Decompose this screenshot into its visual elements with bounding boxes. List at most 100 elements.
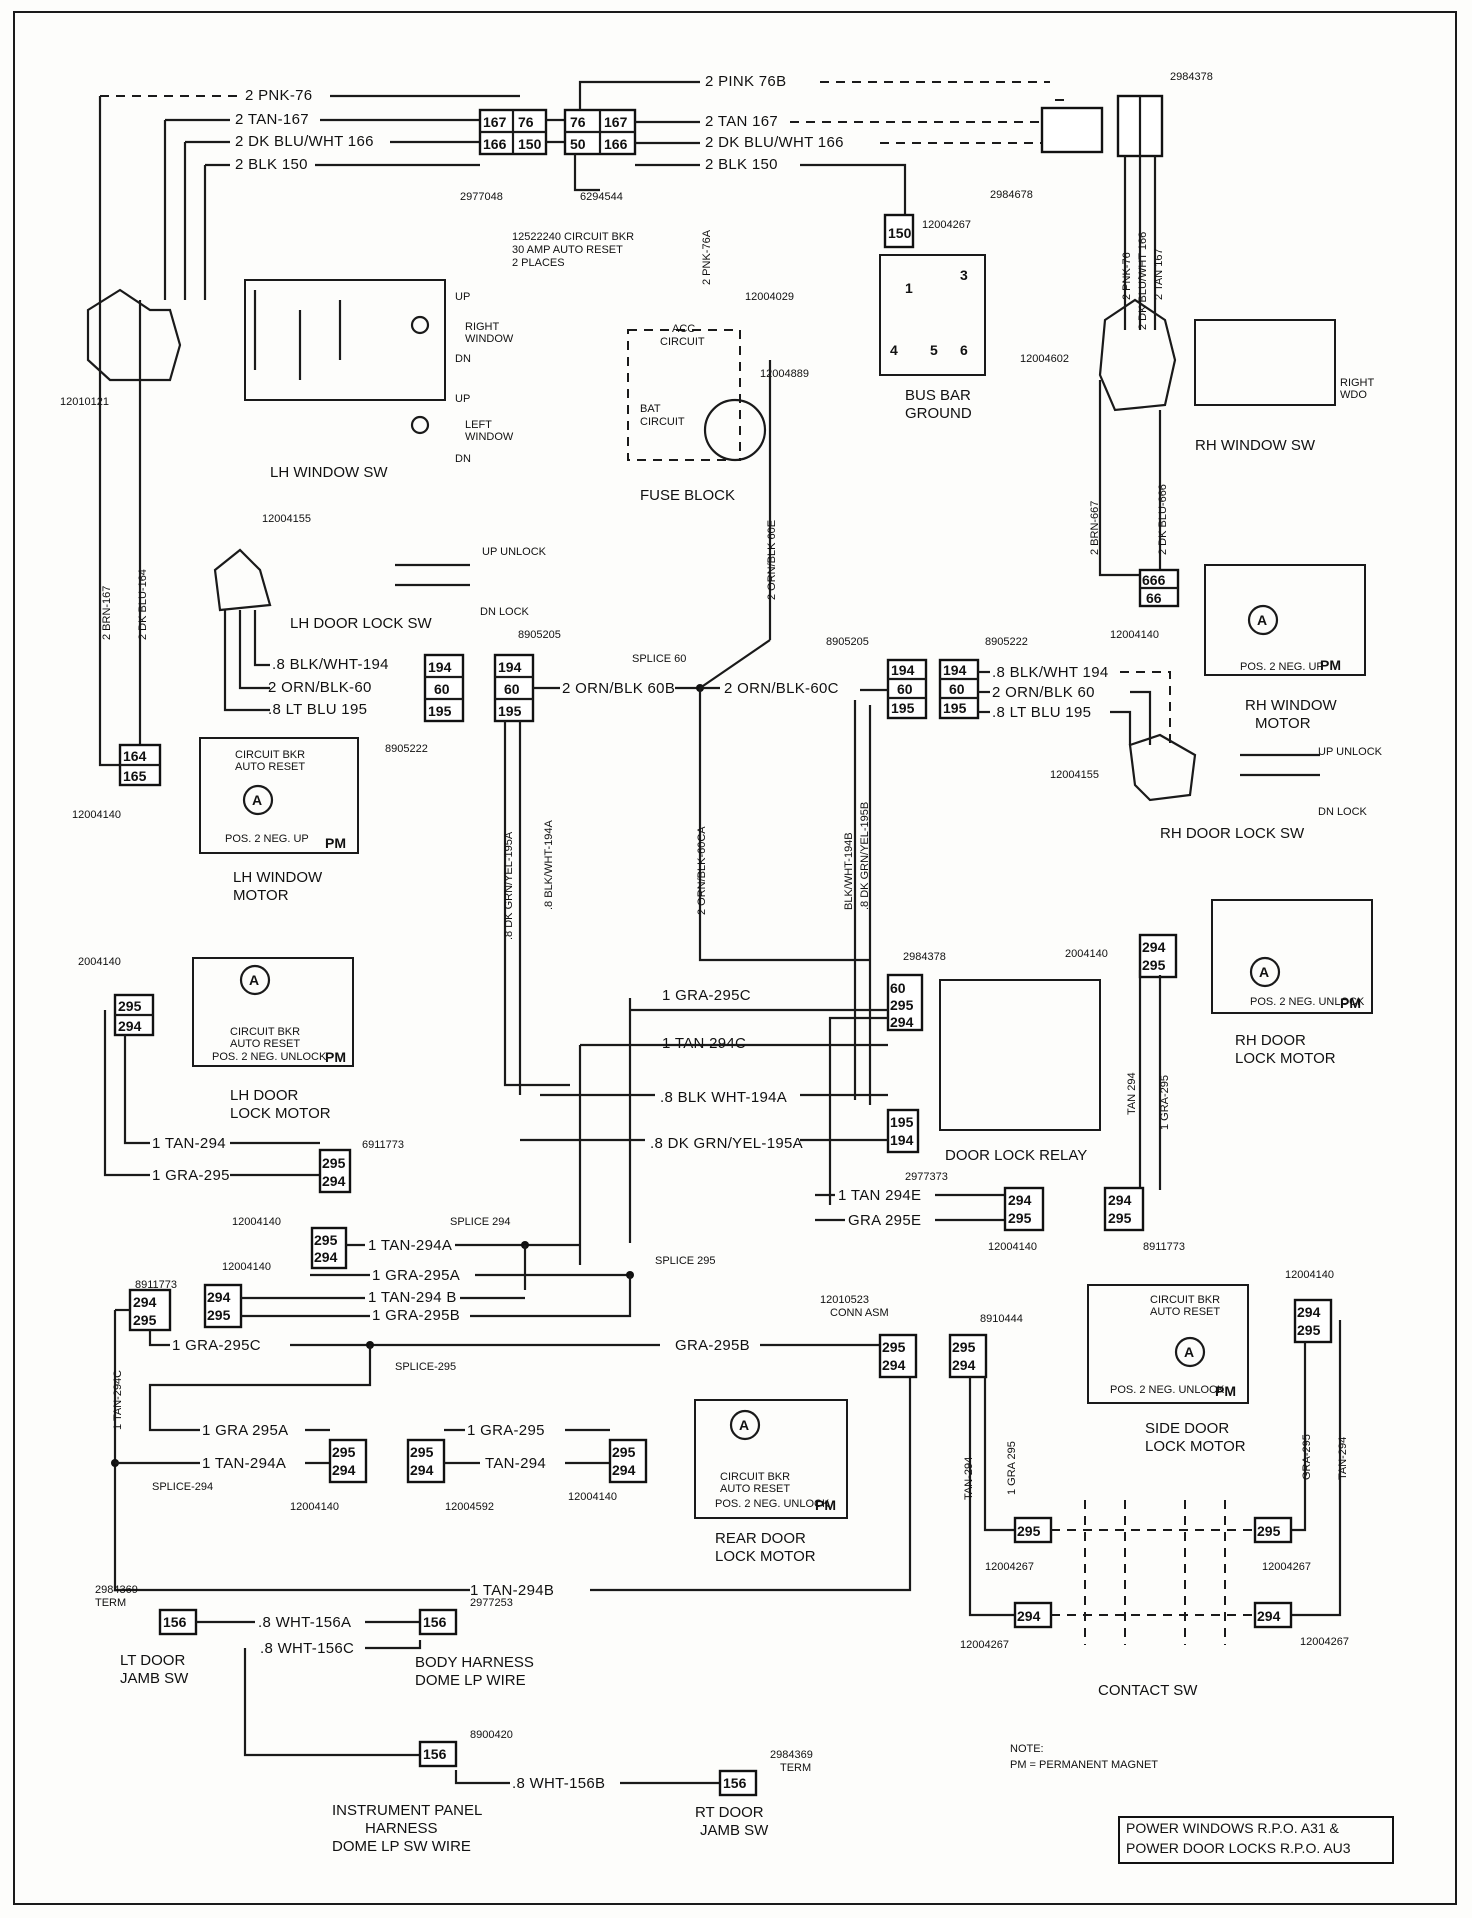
svg-text:666: 666 bbox=[1142, 572, 1166, 588]
svg-text:195: 195 bbox=[943, 700, 967, 716]
svg-text:TAN-294: TAN-294 bbox=[485, 1455, 546, 1472]
svg-text:1 GRA-295C: 1 GRA-295C bbox=[662, 987, 751, 1004]
svg-text:50: 50 bbox=[570, 136, 586, 152]
splice-60: SPLICE 60 2 ORN/BLK-60C 2 ORN/BLK-60CA bbox=[632, 639, 870, 962]
svg-text:12004155: 12004155 bbox=[1050, 769, 1099, 781]
svg-text:194: 194 bbox=[428, 659, 452, 675]
svg-text:LOCK MOTOR: LOCK MOTOR bbox=[1145, 1438, 1246, 1455]
svg-text:RH DOOR: RH DOOR bbox=[1235, 1032, 1306, 1049]
svg-text:AUTO RESET: AUTO RESET bbox=[235, 761, 305, 773]
svg-text:1 TAN-294C: 1 TAN-294C bbox=[112, 1370, 124, 1430]
svg-text:.8 BLK/WHT 194: .8 BLK/WHT 194 bbox=[992, 664, 1108, 681]
svg-text:CIRCUIT BKR: CIRCUIT BKR bbox=[230, 1026, 300, 1038]
svg-text:.8 DK GRN/YEL-195B: .8 DK GRN/YEL-195B bbox=[859, 802, 871, 910]
svg-text:BODY HARNESS: BODY HARNESS bbox=[415, 1654, 534, 1671]
connector-2984678: 2984678 bbox=[990, 106, 1104, 201]
svg-text:2 DK BLU/WHT 166: 2 DK BLU/WHT 166 bbox=[705, 134, 844, 151]
svg-text:294: 294 bbox=[207, 1289, 231, 1305]
rh-door-lock-motor: 2004140 294 295 A POS. 2 NEG. UNLOCK PM … bbox=[1065, 899, 1373, 1190]
svg-text:2 TAN 167: 2 TAN 167 bbox=[705, 113, 778, 130]
svg-text:WINDOW: WINDOW bbox=[465, 333, 514, 345]
svg-text:2004140: 2004140 bbox=[1065, 948, 1108, 960]
svg-text:166: 166 bbox=[483, 136, 507, 152]
connector-8905205-right: 8905205 194 60 195 BLK/WHT-194B .8 DK GR… bbox=[826, 636, 928, 1105]
svg-text:.8 DK GRN/YEL-195A: .8 DK GRN/YEL-195A bbox=[503, 831, 515, 940]
svg-text:.8 LT BLU 195: .8 LT BLU 195 bbox=[268, 701, 367, 718]
svg-text:295: 295 bbox=[1108, 1210, 1132, 1226]
svg-text:1 TAN-294A: 1 TAN-294A bbox=[368, 1237, 452, 1254]
rh-window-switch: 12004602 RIGHT WDO RH WINDOW SW 2 BRN-66… bbox=[1020, 298, 1375, 577]
svg-text:POS. 2 NEG. UP: POS. 2 NEG. UP bbox=[1240, 661, 1324, 673]
svg-text:CONN ASM: CONN ASM bbox=[830, 1307, 889, 1319]
svg-text:RH WINDOW: RH WINDOW bbox=[1245, 697, 1337, 714]
svg-text:295: 295 bbox=[1008, 1210, 1032, 1226]
lh-window-sw-title: LH WINDOW SW bbox=[270, 464, 388, 481]
svg-text:1 GRA 295: 1 GRA 295 bbox=[1006, 1441, 1018, 1495]
connector-6294544: 76 167 50 166 6294544 bbox=[546, 108, 637, 203]
svg-text:DN: DN bbox=[455, 353, 471, 365]
svg-text:195: 195 bbox=[498, 703, 522, 719]
svg-text:.8 WHT-156B: .8 WHT-156B bbox=[512, 1775, 605, 1792]
svg-text:295: 295 bbox=[890, 997, 914, 1013]
svg-text:195: 195 bbox=[890, 1114, 914, 1130]
svg-text:SIDE DOOR: SIDE DOOR bbox=[1145, 1420, 1229, 1437]
svg-text:295: 295 bbox=[322, 1155, 346, 1171]
svg-text:WDO: WDO bbox=[1340, 389, 1367, 401]
svg-text:SPLICE 295: SPLICE 295 bbox=[655, 1255, 716, 1267]
svg-text:194: 194 bbox=[498, 659, 522, 675]
svg-text:295: 295 bbox=[314, 1232, 338, 1248]
svg-text:12004267: 12004267 bbox=[960, 1639, 1009, 1651]
svg-text:12004140: 12004140 bbox=[290, 1501, 339, 1513]
svg-text:1 TAN 294C: 1 TAN 294C bbox=[662, 1035, 746, 1052]
svg-text:BLK/WHT-194B: BLK/WHT-194B bbox=[843, 832, 855, 910]
svg-text:CIRCUIT BKR: CIRCUIT BKR bbox=[1150, 1294, 1220, 1306]
svg-text:167: 167 bbox=[604, 114, 628, 130]
svg-text:5: 5 bbox=[930, 342, 938, 358]
wire-label-tan167: 2 TAN-167 bbox=[235, 111, 309, 128]
svg-text:LOCK MOTOR: LOCK MOTOR bbox=[230, 1105, 331, 1122]
svg-text:294: 294 bbox=[952, 1357, 976, 1373]
svg-text:CONTACT SW: CONTACT SW bbox=[1098, 1682, 1198, 1699]
svg-text:SPLICE 294: SPLICE 294 bbox=[450, 1216, 511, 1228]
svg-text:66: 66 bbox=[1146, 590, 1162, 606]
svg-text:76: 76 bbox=[518, 114, 534, 130]
svg-text:DOOR LOCK RELAY: DOOR LOCK RELAY bbox=[945, 1147, 1087, 1164]
svg-text:12004140: 12004140 bbox=[222, 1261, 271, 1273]
lower-left-harness: 12004140 295 294 1 TAN-294A SPLICE 294 1… bbox=[111, 1216, 912, 1599]
svg-text:60: 60 bbox=[434, 681, 450, 697]
svg-text:1: 1 bbox=[905, 280, 913, 296]
svg-text:295: 295 bbox=[1257, 1523, 1281, 1539]
svg-text:DN LOCK: DN LOCK bbox=[480, 606, 530, 618]
part-6294544: 6294544 bbox=[580, 191, 623, 203]
svg-text:6911773: 6911773 bbox=[362, 1139, 404, 1151]
svg-text:.8 DK GRN/YEL-195A: .8 DK GRN/YEL-195A bbox=[650, 1135, 803, 1152]
svg-text:295: 295 bbox=[133, 1312, 157, 1328]
svg-text:294: 294 bbox=[882, 1357, 906, 1373]
svg-text:2 DK BLU/WHT 166: 2 DK BLU/WHT 166 bbox=[1137, 232, 1149, 330]
lh-door-lock-switch: 12004155 UP UNLOCK DN LOCK LH DOOR LOCK … bbox=[213, 513, 547, 718]
svg-text:3: 3 bbox=[960, 267, 968, 283]
lh-window-motor: A CIRCUIT BKR AUTO RESET POS. 2 NEG. UP … bbox=[199, 737, 359, 904]
svg-text:DN LOCK: DN LOCK bbox=[1318, 806, 1368, 818]
svg-text:60: 60 bbox=[890, 980, 906, 996]
svg-text:GROUND: GROUND bbox=[905, 405, 972, 422]
svg-text:1 TAN-294B: 1 TAN-294B bbox=[470, 1582, 554, 1599]
svg-text:AUTO RESET: AUTO RESET bbox=[230, 1038, 300, 1050]
svg-text:156: 156 bbox=[423, 1746, 447, 1762]
svg-text:PM: PM bbox=[325, 1049, 346, 1065]
svg-text:8911773: 8911773 bbox=[135, 1279, 177, 1291]
svg-text:JAMB SW: JAMB SW bbox=[700, 1822, 769, 1839]
svg-text:165: 165 bbox=[123, 768, 147, 784]
svg-text:8910444: 8910444 bbox=[980, 1313, 1023, 1325]
svg-text:295: 295 bbox=[207, 1307, 231, 1323]
svg-text:2977373: 2977373 bbox=[905, 1171, 948, 1183]
svg-text:1 GRA-295C: 1 GRA-295C bbox=[172, 1337, 261, 1354]
svg-text:12004029: 12004029 bbox=[745, 291, 794, 303]
svg-text:156: 156 bbox=[163, 1614, 187, 1630]
svg-text:294: 294 bbox=[314, 1249, 338, 1265]
svg-text:DOME LP WIRE: DOME LP WIRE bbox=[415, 1672, 526, 1689]
svg-text:1 TAN-294A: 1 TAN-294A bbox=[202, 1455, 286, 1472]
svg-text:12004602: 12004602 bbox=[1020, 353, 1069, 365]
svg-text:2 BRN-667: 2 BRN-667 bbox=[1089, 501, 1101, 555]
